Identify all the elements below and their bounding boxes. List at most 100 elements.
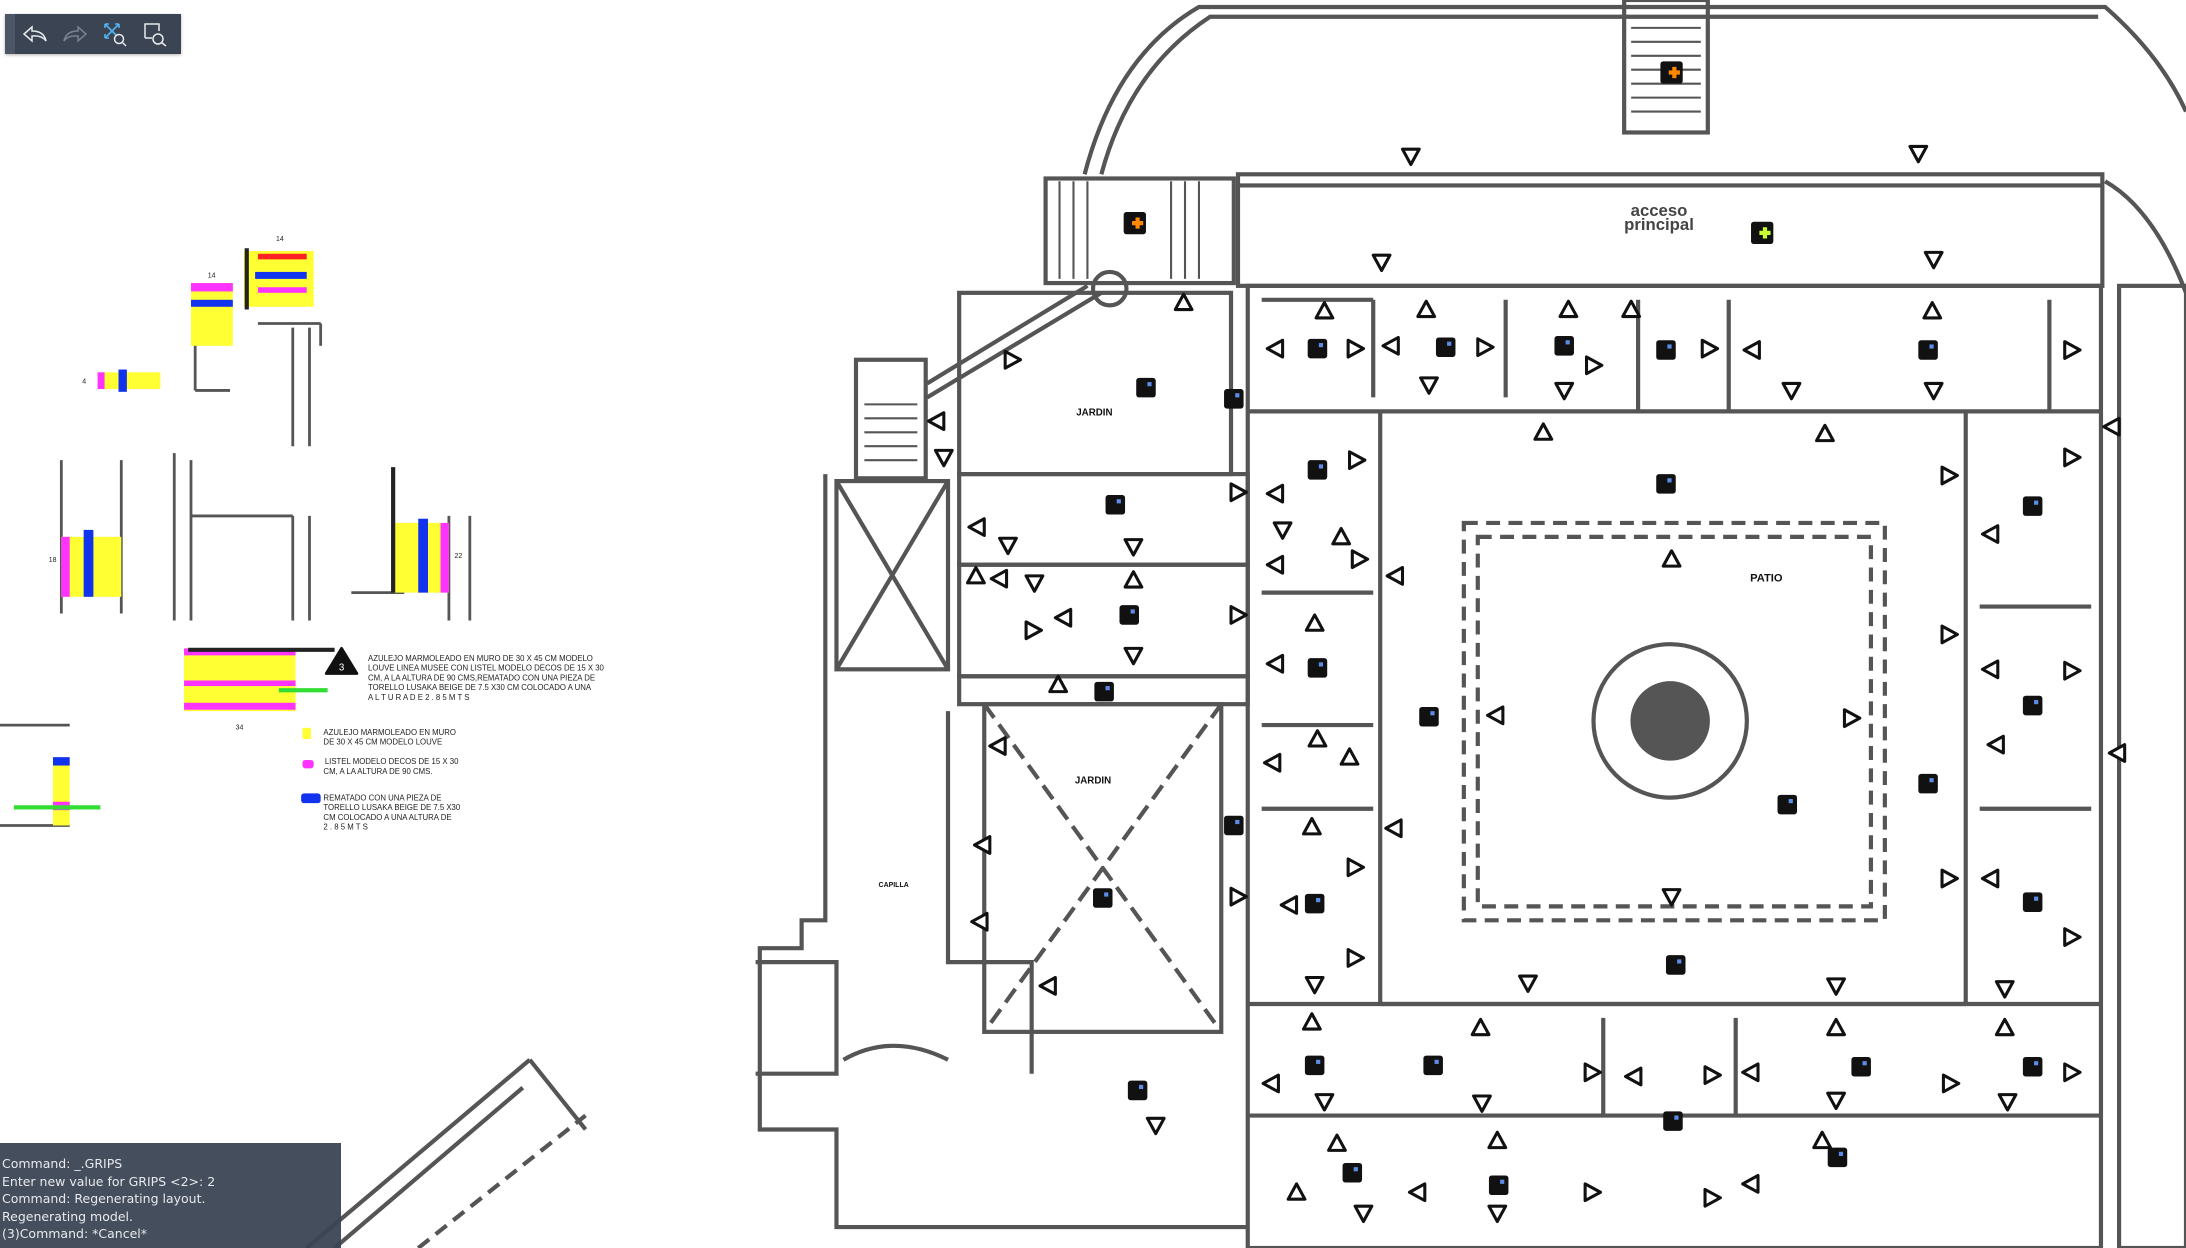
direction-sign-icon xyxy=(1265,338,1285,359)
direction-sign-icon xyxy=(2107,743,2127,763)
command-line: Command: Regenerating layout. xyxy=(2,1191,206,1206)
sign-dot xyxy=(1929,344,1934,349)
direction-sign-icon xyxy=(1476,337,1495,358)
direction-sign-icon xyxy=(1621,299,1642,319)
extinguisher-sign-icon xyxy=(1093,888,1113,908)
sign-dot xyxy=(1500,1179,1505,1184)
zoom-window-button[interactable] xyxy=(135,14,175,54)
direction-sign-icon xyxy=(988,736,1007,756)
direction-sign-icon xyxy=(1265,483,1285,504)
direction-sign-icon xyxy=(1703,1065,1722,1085)
direction-sign-icon xyxy=(1940,465,1959,486)
direction-sign-icon xyxy=(1331,526,1352,546)
legend-text: AZULEJO MARMOLEADO EN MURO xyxy=(323,728,456,737)
extinguisher-sign-icon xyxy=(1777,794,1798,815)
direction-sign-icon xyxy=(1700,338,1720,359)
direction-sign-icon xyxy=(1416,299,1437,319)
direction-sign-icon xyxy=(1304,613,1325,632)
direction-sign-icon xyxy=(970,911,989,932)
direction-sign-icon xyxy=(1265,653,1285,674)
direction-sign-icon xyxy=(1286,1182,1307,1201)
direction-sign-icon xyxy=(1347,450,1367,471)
direction-sign-icon xyxy=(1994,980,2015,999)
direction-sign-icon xyxy=(1301,1012,1322,1031)
legend-text: 2 . 8 5 M T S xyxy=(323,823,367,832)
direction-sign-icon xyxy=(1385,565,1405,586)
direction-sign-icon xyxy=(1812,1130,1833,1150)
legend-swatch-tile xyxy=(302,727,311,740)
sign-dot xyxy=(1447,341,1452,346)
sign-dot xyxy=(1862,1061,1867,1066)
direction-sign-icon xyxy=(1229,482,1248,503)
direction-sign-icon xyxy=(989,568,1009,589)
direction-sign-icon xyxy=(1980,659,2000,680)
extinguisher-sign-icon xyxy=(1094,681,1114,702)
direction-sign-icon xyxy=(1304,975,1325,995)
extinguisher-sign-icon xyxy=(1304,1055,1325,1076)
direction-sign-icon xyxy=(1554,381,1575,401)
zoom-extents-button[interactable] xyxy=(95,14,135,54)
direction-sign-icon xyxy=(1486,705,1505,726)
direction-sign-icon xyxy=(1826,1017,1846,1037)
direction-sign-icon xyxy=(1815,423,1835,443)
redo-button[interactable] xyxy=(55,14,95,54)
tile-detail-elevations xyxy=(13,248,449,826)
direction-sign-icon xyxy=(1661,549,1682,568)
extinguisher-sign-icon xyxy=(1918,340,1938,360)
legend-text: TORELLO LUSAKA BEIGE DE 7.5 X30 xyxy=(323,803,460,812)
label-jardin-bottom: JARDIN xyxy=(1075,776,1111,787)
note-line: TORELLO LUSAKA BEIGE DE 7.5 X30 CM COLOC… xyxy=(368,683,592,692)
direction-sign-icon xyxy=(1980,524,2000,544)
direction-sign-icon xyxy=(1908,144,1929,164)
toolbar-grip[interactable] xyxy=(5,14,15,54)
direction-sign-icon xyxy=(1741,1173,1760,1194)
legend-text: LISTEL MODELO DECOS DE 15 X 30 xyxy=(325,757,459,766)
extinguisher-sign-icon xyxy=(1307,460,1328,480)
note-line: LOUVE LINEA MUSEE CON LISTEL MODELO DECO… xyxy=(368,664,604,673)
direction-sign-icon xyxy=(1518,974,1538,993)
direction-sign-icon xyxy=(1038,975,1057,996)
sign-dot xyxy=(1434,1059,1439,1064)
sign-dot xyxy=(2034,896,2039,901)
direction-sign-icon xyxy=(926,411,946,432)
direction-sign-icon xyxy=(1279,895,1299,915)
direction-sign-icon xyxy=(1327,1133,1347,1152)
sign-dot xyxy=(1316,1059,1321,1064)
direction-sign-icon xyxy=(1123,538,1144,557)
command-line: Enter new value for GRIPS <2>: 2 xyxy=(2,1173,216,1189)
direction-sign-icon xyxy=(1048,674,1069,694)
exit-sign-icon-glyph xyxy=(1132,217,1144,229)
sign-dot xyxy=(2034,1061,2039,1066)
command-history: Command: _.GRIPS Enter new value for GRI… xyxy=(0,1143,341,1248)
direction-sign-icon xyxy=(1314,1093,1335,1112)
extinguisher-sign-icon xyxy=(2022,695,2043,716)
sign-dot xyxy=(1105,686,1110,691)
direction-sign-icon xyxy=(1400,147,1421,167)
direction-sign-icon xyxy=(1986,734,2005,755)
extinguisher-sign-icon xyxy=(1307,658,1328,678)
note-line: CM, A LA ALTURA DE 90 CMS,REMATADO CON U… xyxy=(368,673,595,682)
extinguisher-sign-icon xyxy=(1304,893,1325,914)
exit-sign-icon-glyph xyxy=(1668,66,1680,79)
label-capilla: CAPILLA xyxy=(879,882,909,889)
direction-sign-icon xyxy=(1229,605,1248,625)
extinguisher-sign-icon xyxy=(2022,1056,2043,1077)
sign-dot xyxy=(1318,464,1324,469)
undo-button[interactable] xyxy=(15,14,55,54)
extinguisher-sign-icon xyxy=(1105,495,1126,515)
direction-sign-icon xyxy=(1314,301,1335,320)
zoom-extents-icon xyxy=(104,23,127,47)
sign-dot xyxy=(1316,898,1321,903)
direction-sign-icon xyxy=(1487,1130,1508,1150)
navigation-toolbar xyxy=(5,14,181,54)
sign-dot xyxy=(1235,393,1240,398)
dimension-label: 14 xyxy=(276,236,284,243)
sign-dot xyxy=(1235,819,1240,825)
undo-arrow-icon xyxy=(22,25,47,43)
direction-sign-icon xyxy=(1346,948,1365,968)
direction-sign-icon xyxy=(1703,1187,1722,1208)
finish-note: 3 AZULEJO MARMOLEADO EN MURO DE 30 X 45 … xyxy=(324,647,605,702)
extinguisher-sign-icon xyxy=(1136,377,1156,398)
direction-sign-icon xyxy=(1472,1094,1492,1113)
